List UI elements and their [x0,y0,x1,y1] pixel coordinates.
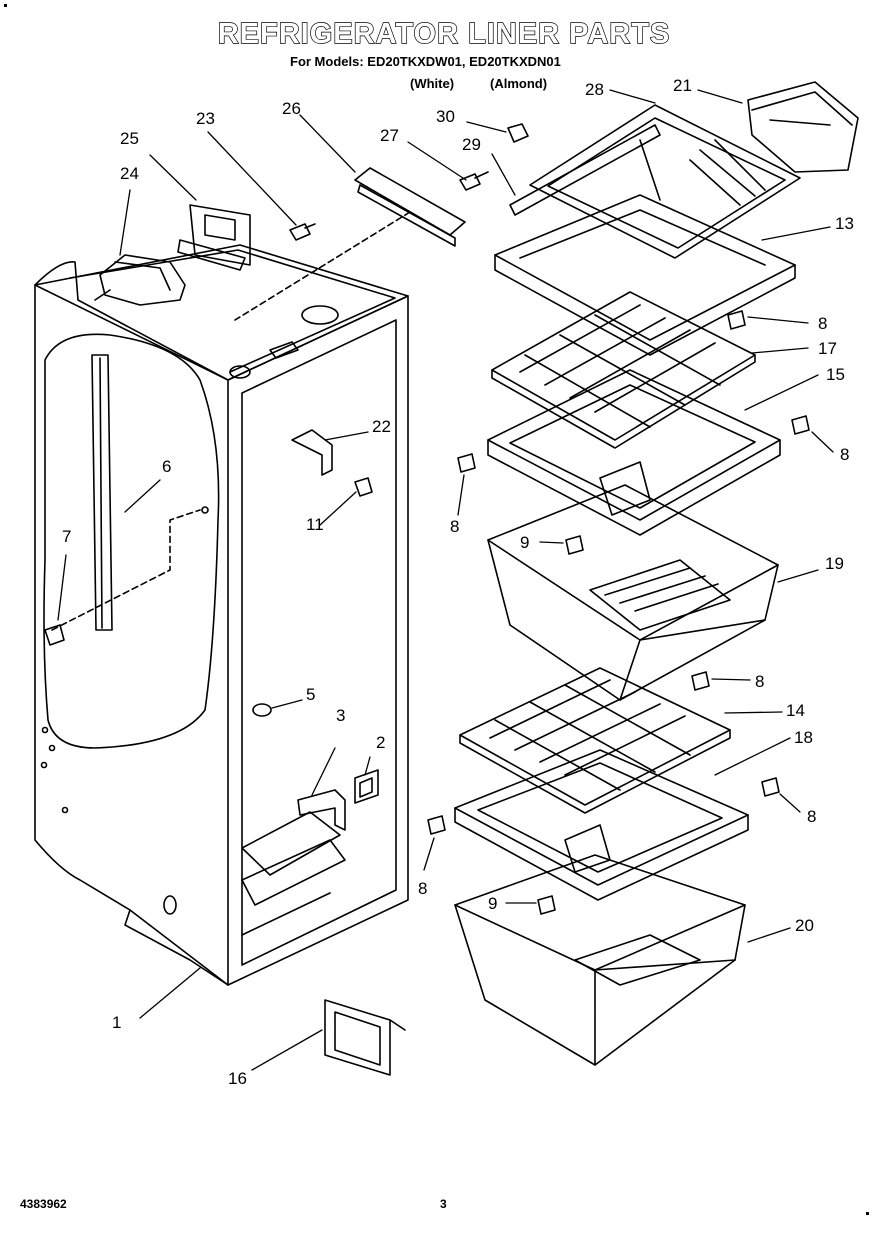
part-5-plug [252,703,272,717]
callout-23: 23 [196,109,215,128]
callout-14: 14 [786,701,805,720]
page-number: 3 [440,1197,447,1211]
callout-17: 17 [818,339,837,358]
corner-mark [866,1212,869,1215]
color-label-white: (White) [410,76,455,91]
part-22-bracket [291,429,333,476]
callout-8: 8 [755,672,765,691]
corner-mark [4,4,7,7]
callout-15: 15 [826,365,845,384]
part-7-screw [44,624,65,646]
part-24-housing [94,254,186,306]
models-subtitle: For Models: ED20TKXDW01, ED20TKXDN01 [290,54,561,69]
callout-27: 27 [380,126,399,145]
part-3-bracket [297,789,346,831]
callout-5: 5 [306,685,316,704]
callout-8: 8 [450,517,460,536]
callout-3: 3 [336,706,346,725]
callout-21: 21 [673,76,692,95]
part-29-shelf-trim [509,124,661,216]
part-25-bracket [177,204,251,271]
callout-9: 9 [520,533,530,552]
callout-16: 16 [228,1069,247,1088]
leader-lines [57,89,834,1071]
part-28-glass-shelf [529,104,801,259]
part-30-clip [507,123,529,143]
callout-22: 22 [372,417,391,436]
part-27-screw [459,171,489,191]
callout-30: 30 [436,107,455,126]
callout-9: 9 [488,894,498,913]
document-number: 4383962 [20,1197,67,1211]
callout-13: 13 [835,214,854,233]
callout-7: 7 [62,527,72,546]
callout-1: 1 [112,1013,122,1032]
part-8-supports [427,310,810,835]
part-20-crisper-drawer [454,824,746,1066]
callout-8: 8 [840,445,850,464]
callout-2: 2 [376,733,386,752]
callout-28: 28 [585,80,604,99]
part-23-screw [289,223,316,241]
part-13-shelf-frame [494,194,796,356]
callout-8: 8 [418,879,428,898]
callout-18: 18 [794,728,813,747]
part-9-clips [537,535,584,915]
page-title: REFRIGERATOR LINER PARTS [217,17,671,50]
refrigerator-liner [34,244,409,986]
callout-29: 29 [462,135,481,154]
callout-20: 20 [795,916,814,935]
part-15-crisper-cover-frame [487,369,781,536]
part-14-shelf [459,667,731,814]
part-21-door-bin [747,81,859,173]
callout-11: 11 [306,515,324,534]
part-26-rail [234,167,466,321]
callout-25: 25 [120,129,139,148]
callout-8: 8 [818,314,828,333]
callout-8: 8 [807,807,817,826]
part-11-screw [354,477,373,497]
callout-24: 24 [120,164,139,183]
part-19-crisper-drawer [487,461,779,701]
color-label-almond: (Almond) [490,76,548,91]
part-16-cover [324,999,406,1076]
part-18-crisper-cover-frame [454,749,749,901]
callout-19: 19 [825,554,844,573]
callout-26: 26 [282,99,301,118]
callout-6: 6 [162,457,172,476]
part-2-bracket [354,769,379,804]
